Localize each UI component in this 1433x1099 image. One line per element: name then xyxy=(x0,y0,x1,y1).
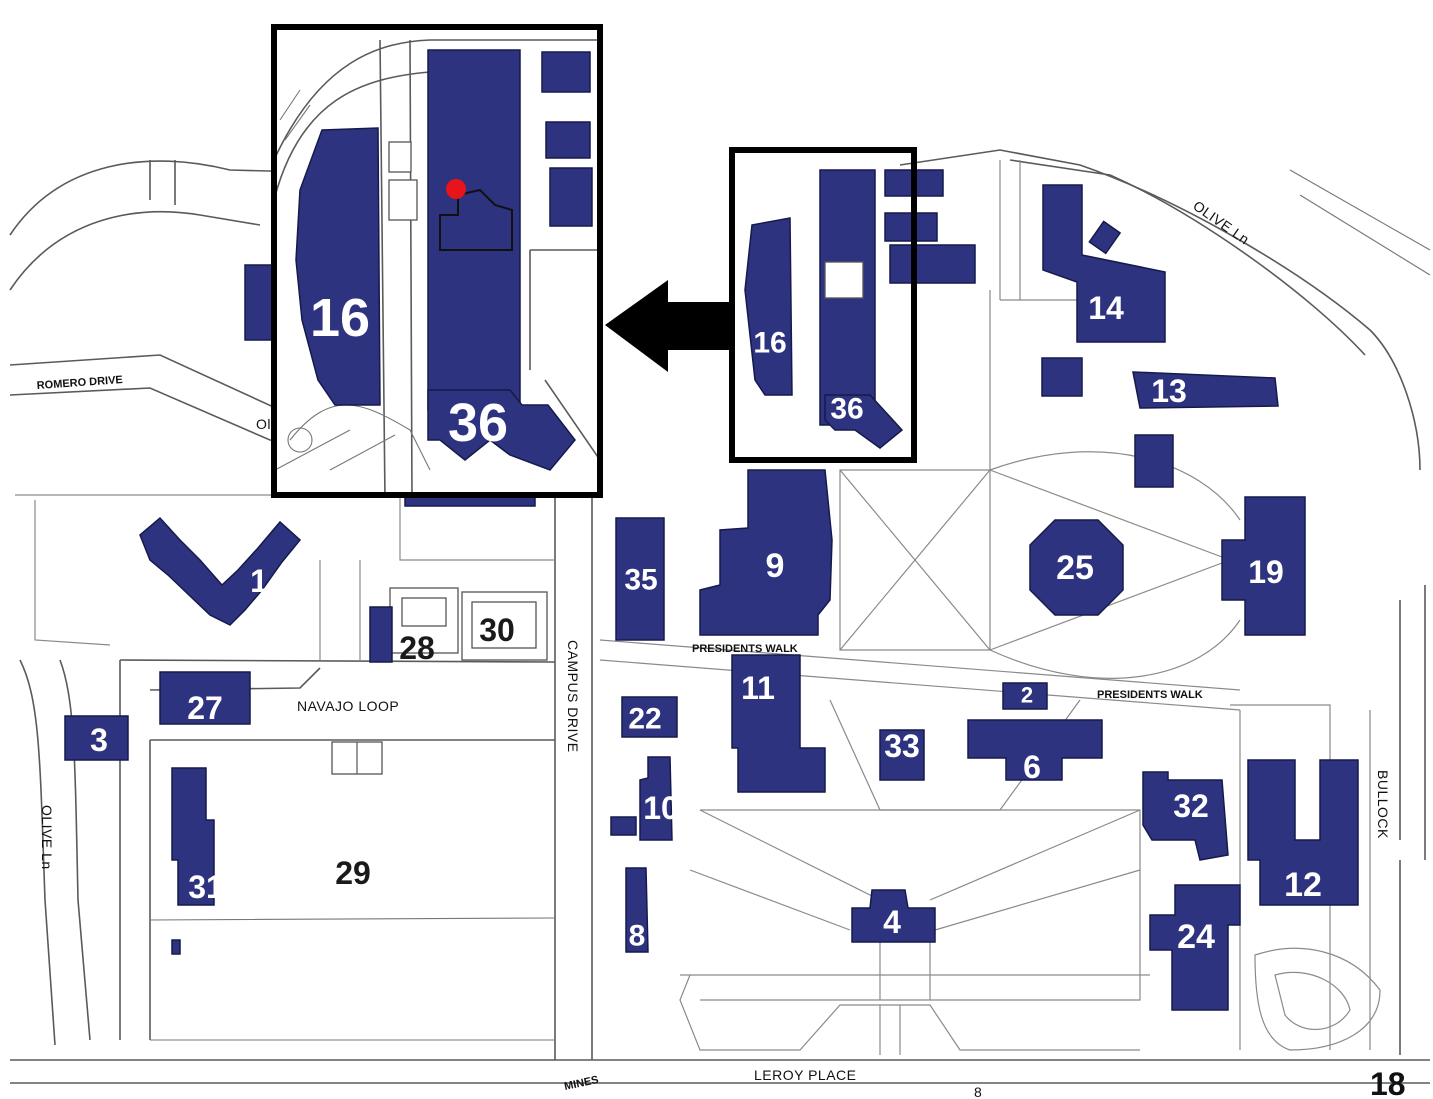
inset-label-16: 16 xyxy=(310,288,370,348)
street-mines: MINES xyxy=(563,1074,600,1093)
inset-building-16-shape xyxy=(295,127,381,406)
street-navajo-loop: NAVAJO LOOP xyxy=(297,698,399,714)
street-olive-ln-west: OLIVE Ln xyxy=(39,805,55,870)
page-number: 18 xyxy=(1370,1066,1406,1099)
label-building-19: 19 xyxy=(1248,554,1284,590)
road-network xyxy=(9,149,1431,1084)
label-building-35: 35 xyxy=(624,564,657,597)
label-building-8: 8 xyxy=(629,920,646,953)
label-building-16-main: 16 xyxy=(753,327,786,360)
inset-label-36: 36 xyxy=(448,393,508,453)
label-lot-30: 30 xyxy=(479,612,515,648)
label-building-11: 11 xyxy=(741,670,775,706)
street-presidents-walk-east: PRESIDENTS WALK xyxy=(1097,689,1203,701)
label-building-3: 3 xyxy=(90,722,108,758)
street-campus-drive: CAMPUS DRIVE xyxy=(565,640,581,753)
street-bullock: BULLOCK xyxy=(1375,770,1391,839)
buildings xyxy=(64,169,1359,1011)
label-building-36-main: 36 xyxy=(830,393,863,426)
street-leroy-place: LEROY PLACE xyxy=(754,1067,857,1083)
street-romero-drive: ROMERO DRIVE xyxy=(36,374,123,392)
label-building-2: 2 xyxy=(1021,683,1033,708)
label-building-12: 12 xyxy=(1284,866,1322,904)
left-arrow-icon xyxy=(605,280,730,372)
label-building-25: 25 xyxy=(1056,549,1094,587)
label-building-10: 10 xyxy=(643,790,679,826)
building-labels: 1 2 3 4 6 8 9 10 11 12 13 14 16 19 22 24… xyxy=(90,290,1322,956)
location-marker-icon xyxy=(446,179,466,199)
label-building-14: 14 xyxy=(1088,290,1124,326)
street-small-8: 8 xyxy=(974,1084,982,1099)
inset-frame xyxy=(271,24,603,498)
label-building-13: 13 xyxy=(1151,373,1187,409)
label-building-33: 33 xyxy=(884,728,920,764)
label-building-9: 9 xyxy=(766,547,785,585)
street-cut-label: Ol xyxy=(256,416,271,432)
label-lot-28: 28 xyxy=(399,630,435,666)
label-building-24: 24 xyxy=(1177,918,1215,956)
label-building-1: 1 xyxy=(250,563,268,599)
label-lot-29: 29 xyxy=(335,855,371,891)
building-1-shape xyxy=(139,516,302,626)
label-building-6: 6 xyxy=(1023,749,1041,785)
street-presidents-walk-west: PRESIDENTS WALK xyxy=(692,643,798,655)
label-building-4: 4 xyxy=(883,904,901,940)
label-building-32: 32 xyxy=(1173,788,1209,824)
highlight-frame xyxy=(729,147,917,463)
parking-and-courts xyxy=(331,587,548,775)
label-building-22: 22 xyxy=(628,703,661,736)
label-building-27: 27 xyxy=(187,690,223,726)
label-building-31: 31 xyxy=(188,869,224,905)
zoom-inset: 16 36 xyxy=(271,24,603,498)
